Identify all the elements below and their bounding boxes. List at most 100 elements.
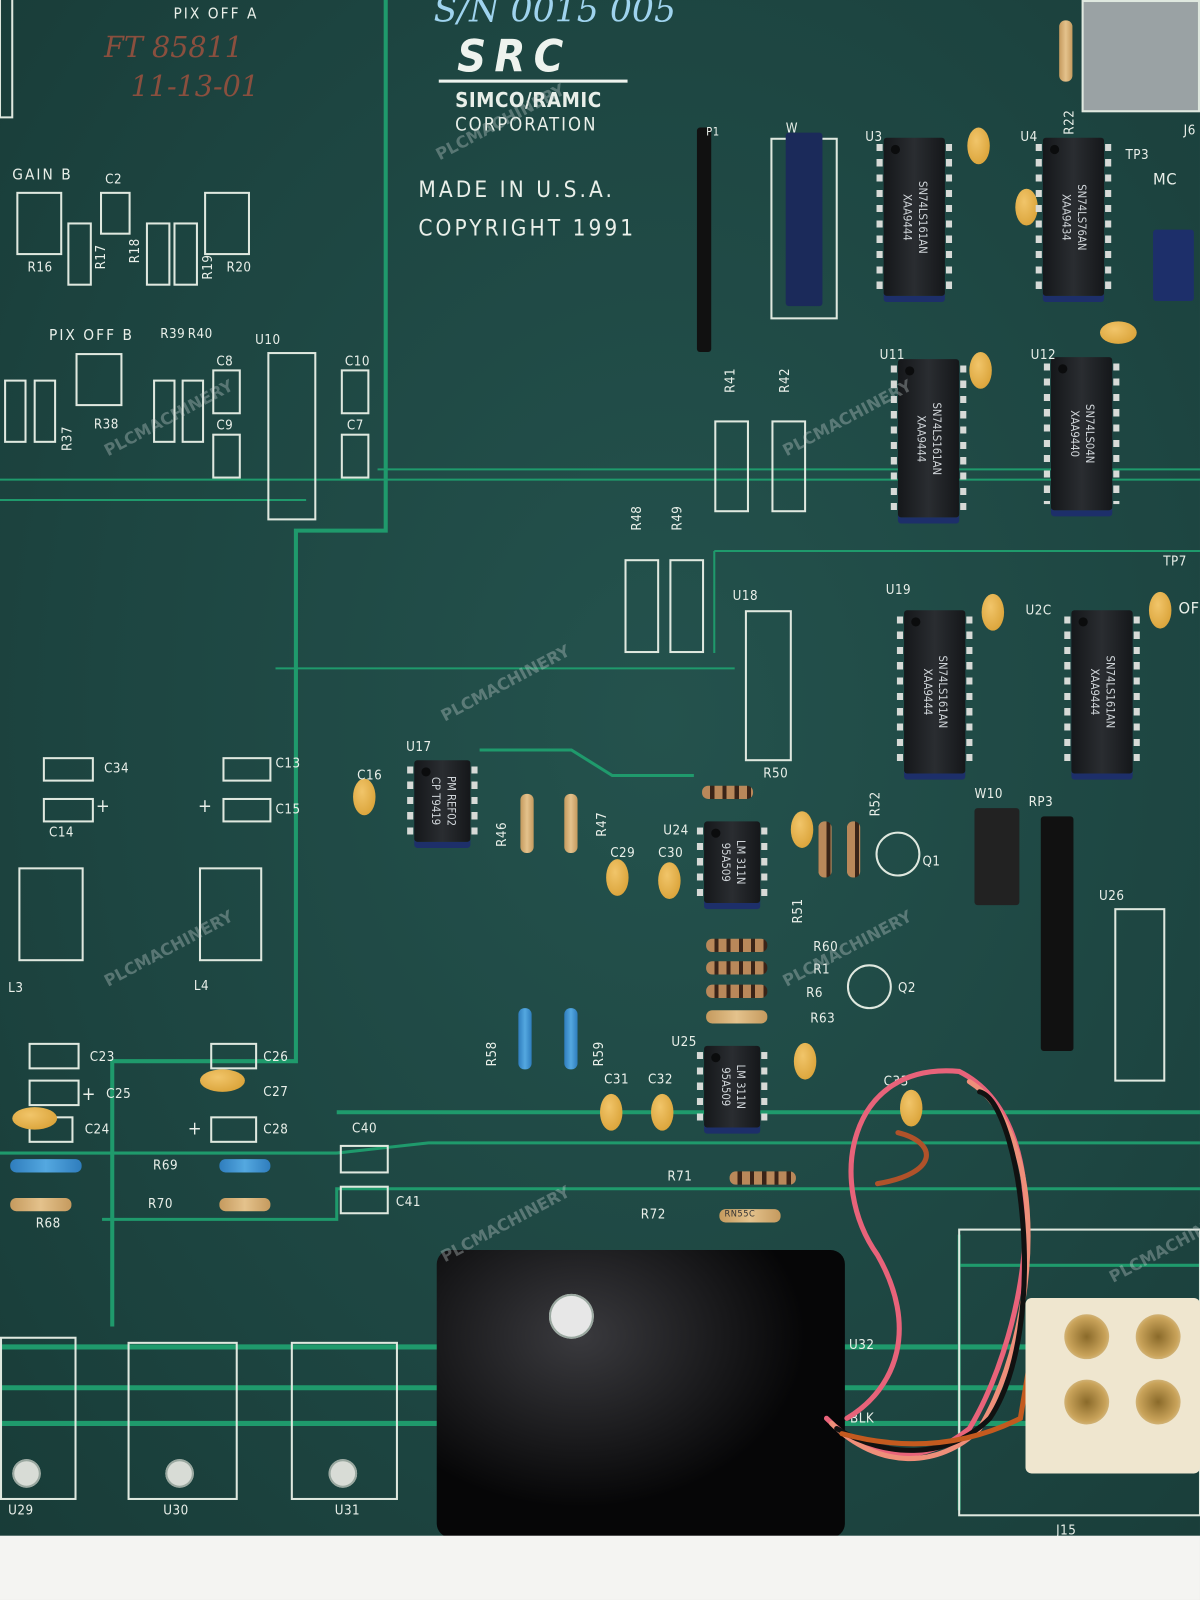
pix-off-b-label: PIX OFF B — [48, 325, 135, 344]
jumper-w[interactable] — [785, 132, 823, 307]
resistor-r72 — [719, 1209, 781, 1223]
cap-c7-footprint — [340, 433, 370, 479]
label-u4: U4 — [1020, 129, 1038, 145]
made-in-text: MADE IN U.S.A. — [418, 177, 615, 204]
label-u12: U12 — [1030, 347, 1057, 364]
resistor-r48-footprint — [624, 559, 660, 654]
label-c41: C41 — [395, 1194, 421, 1211]
label-c7: C7 — [346, 418, 364, 434]
label-u18: U18 — [732, 588, 759, 605]
label-c2: C2 — [105, 172, 123, 188]
label-rp3: RP3 — [1028, 794, 1054, 811]
resistor-r63 — [706, 1010, 768, 1024]
label-r50: R50 — [763, 766, 789, 782]
resistor-r60 — [706, 938, 768, 953]
resistor-r52 — [846, 821, 861, 878]
label-u30: U30 — [163, 1503, 189, 1519]
background-surface — [0, 1535, 1200, 1600]
power-connector-j15[interactable] — [1025, 1297, 1200, 1474]
label-r69: R69 — [153, 1158, 179, 1174]
capacitor-c30 — [658, 862, 681, 899]
label-r68: R68 — [35, 1216, 61, 1232]
handwritten-ft-number: FT 85811 — [104, 30, 243, 65]
polarity-plus: + — [81, 1083, 96, 1106]
label-r6: R6 — [806, 985, 824, 1002]
label-u17: U17 — [406, 739, 432, 756]
resistor-r37-footprint — [33, 379, 57, 443]
ic-u26-footprint — [1114, 908, 1166, 1082]
label-c10: C10 — [344, 354, 370, 370]
label-u10: U10 — [255, 332, 281, 348]
polarity-plus: + — [197, 795, 213, 818]
cap-c41-footprint — [339, 1185, 389, 1215]
label-r20: R20 — [226, 260, 252, 276]
label-c25: C25 — [106, 1086, 132, 1103]
label-q1: Q1 — [922, 854, 941, 870]
resistor-r19-footprint — [173, 222, 198, 286]
capacitor — [1148, 591, 1172, 629]
connector-p1[interactable] — [696, 127, 712, 353]
copyright-text: COPYRIGHT 1991 — [418, 216, 637, 242]
label-u25: U25 — [671, 1034, 697, 1050]
resistor-r42-footprint — [771, 420, 807, 513]
jumper-w10[interactable] — [974, 808, 1020, 906]
gain-b-label: GAIN B — [12, 165, 73, 184]
handwritten-date: 11-13-01 — [130, 69, 259, 104]
cap-c23-footprint — [28, 1042, 80, 1070]
label-c28: C28 — [263, 1122, 289, 1138]
label-r63: R63 — [810, 1011, 836, 1027]
cap-c9-footprint — [212, 433, 241, 479]
regulator-u29-footprint — [0, 1336, 77, 1500]
ic-u18-footprint — [744, 610, 792, 762]
label-of: OF — [1178, 597, 1200, 618]
resistor-r51 — [818, 821, 832, 878]
resistor-r68 — [10, 1197, 72, 1212]
connector[interactable] — [1153, 229, 1194, 302]
resistor-r41-footprint — [714, 420, 749, 513]
trimpot-r16[interactable] — [16, 191, 63, 256]
label-u3: U3 — [865, 129, 883, 145]
cap-c10-footprint — [340, 369, 370, 415]
resistor-r70 — [219, 1197, 271, 1212]
resistor-marking: RN55C — [724, 1209, 756, 1220]
polarity-plus: + — [95, 795, 111, 818]
transistor-q2 — [846, 964, 892, 1010]
label-u29: U29 — [8, 1503, 34, 1519]
label-r72: R72 — [640, 1207, 666, 1223]
label-c9: C9 — [216, 418, 234, 434]
label-u11: U11 — [879, 347, 906, 364]
label-w10: W10 — [974, 786, 1004, 803]
label-u32: U32 — [848, 1337, 875, 1354]
label-r1: R1 — [813, 962, 831, 978]
resistor — [10, 1159, 82, 1173]
label-u20: U2C — [1025, 603, 1052, 619]
label-u31: U31 — [334, 1503, 361, 1519]
label-u19: U19 — [885, 582, 912, 598]
resistor-footprint — [4, 379, 27, 443]
capacitor — [967, 127, 990, 165]
label-c29: C29 — [610, 845, 636, 862]
mounting-hole — [12, 1459, 41, 1488]
cap-c26-footprint — [210, 1042, 258, 1070]
label-c32: C32 — [647, 1072, 674, 1088]
resistor-r46 — [520, 793, 534, 854]
label-c14: C14 — [48, 825, 75, 841]
trimpot-r38[interactable] — [75, 353, 123, 407]
trimpot-r20[interactable] — [204, 191, 250, 256]
label-u26: U26 — [1098, 888, 1125, 905]
resistor-r40-footprint — [181, 379, 205, 443]
regulator-u31-footprint — [290, 1341, 398, 1500]
transistor-q1 — [875, 831, 921, 877]
label-c27: C27 — [263, 1084, 289, 1100]
label-r16: R16 — [27, 260, 53, 276]
label-c40: C40 — [352, 1121, 378, 1137]
ic-u10-footprint — [267, 352, 317, 521]
capacitor-c27 — [199, 1069, 245, 1092]
